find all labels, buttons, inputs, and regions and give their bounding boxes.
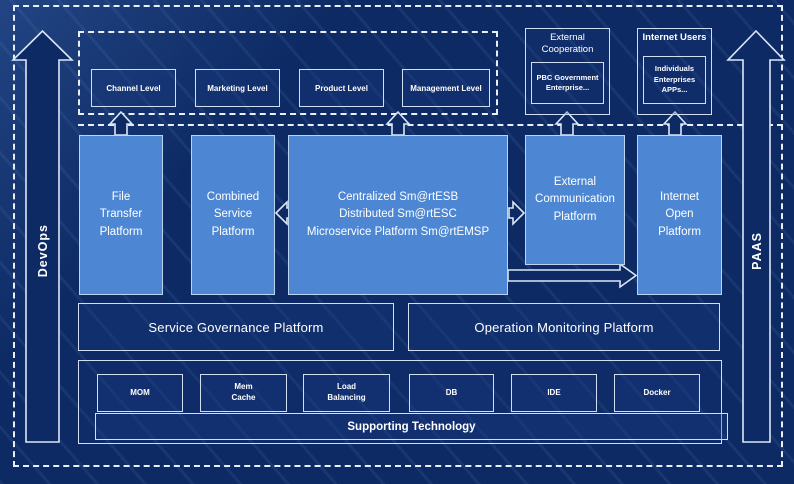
tech-label: IDE <box>547 387 561 397</box>
external-cooperation-members: PBC Government Enterprise... <box>531 62 604 104</box>
tech-label: DB <box>445 387 458 397</box>
platform-external-communication: External Communication Platform <box>525 135 625 265</box>
tech-box-mem-cache: Mem Cache <box>200 374 287 412</box>
esb-to-internet-open-long-arrow-icon <box>507 262 638 289</box>
tech-label: MOM <box>130 387 150 397</box>
level-label: Marketing Level <box>207 83 268 93</box>
external-communication-to-cooperation-up-arrow-icon <box>554 110 580 136</box>
esb-to-external-communication-right-arrow-icon <box>508 200 526 226</box>
level-label: Management Level <box>410 83 482 93</box>
devops-rail: DevOps <box>26 60 59 442</box>
tech-box-load-balancing: Load Balancing <box>303 374 390 412</box>
tech-box-db: DB <box>409 374 494 412</box>
supporting-technology-bar: Supporting Technology <box>95 413 728 440</box>
tech-box-mom: MOM <box>97 374 183 412</box>
tech-label: Docker <box>643 387 671 397</box>
devops-label: DevOps <box>35 224 50 278</box>
platform-file-transfer: File Transfer Platform <box>79 135 163 295</box>
tech-box-docker: Docker <box>614 374 700 412</box>
levels-dashed-frame <box>78 31 498 115</box>
internet-users-members: Individuals Enterprises APPs... <box>643 56 706 104</box>
tech-box-ide: IDE <box>511 374 597 412</box>
platform-combined-service: Combined Service Platform <box>191 135 275 295</box>
external-cooperation-box: External Cooperation PBC Government Ente… <box>525 28 610 115</box>
paas-rail: PAAS <box>743 60 770 442</box>
devops-up-arrow-icon <box>11 29 74 443</box>
esb-to-levels-up-arrow-icon <box>385 110 411 136</box>
level-label: Product Level <box>315 83 368 93</box>
tech-label: Mem Cache <box>231 382 256 402</box>
external-cooperation-title: External Cooperation <box>541 32 594 56</box>
outer-dashed-frame <box>13 5 783 467</box>
file-transfer-to-levels-up-arrow-icon <box>108 110 134 136</box>
level-box-marketing: Marketing Level <box>195 69 280 107</box>
tech-label: Load Balancing <box>327 382 366 402</box>
internet-open-to-users-up-arrow-icon <box>662 110 688 136</box>
separator-dashed-line <box>78 124 783 126</box>
level-box-product: Product Level <box>299 69 384 107</box>
paas-up-arrow-icon <box>726 29 786 443</box>
platform-esb-esc-emsp: Centralized Sm@rtESB Distributed Sm@rtES… <box>288 135 508 295</box>
operation-monitoring-platform-box: Operation Monitoring Platform <box>408 303 720 351</box>
platform-internet-open: Internet Open Platform <box>637 135 722 295</box>
supporting-technology-label: Supporting Technology <box>347 420 476 433</box>
level-box-channel: Channel Level <box>91 69 176 107</box>
internet-users-title: Internet Users <box>642 32 707 43</box>
service-governance-label: Service Governance Platform <box>148 319 324 335</box>
level-box-management: Management Level <box>402 69 490 107</box>
paas-label: PAAS <box>749 232 764 270</box>
level-label: Channel Level <box>106 83 161 93</box>
internet-users-box: Internet Users Individuals Enterprises A… <box>637 28 712 115</box>
service-governance-platform-box: Service Governance Platform <box>78 303 394 351</box>
operation-monitoring-label: Operation Monitoring Platform <box>474 319 654 335</box>
